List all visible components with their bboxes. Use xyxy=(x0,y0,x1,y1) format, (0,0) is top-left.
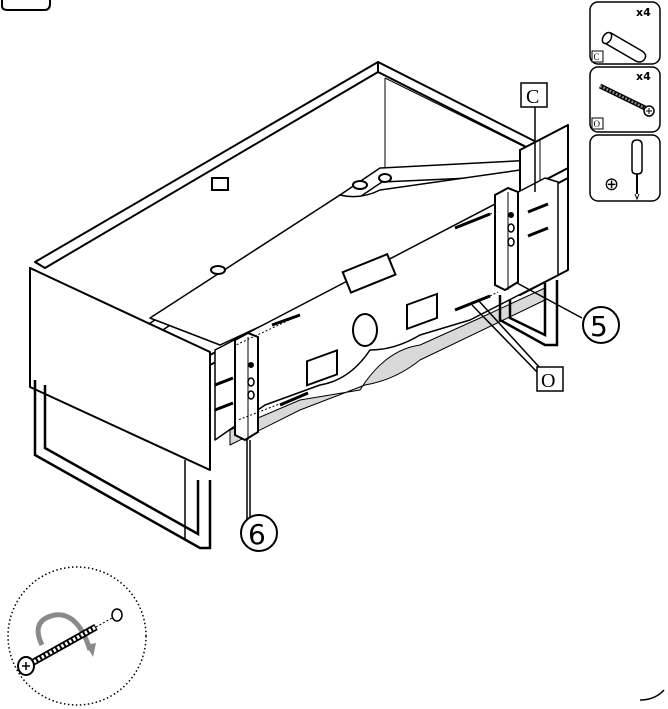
front-face-panel xyxy=(29,267,211,471)
leg-frame-right xyxy=(498,280,559,347)
callout-leaders xyxy=(246,107,583,520)
detail-screw-icon xyxy=(17,608,123,676)
screw-qty: x4 xyxy=(636,70,651,83)
bottom-tray xyxy=(214,177,559,441)
alignment-guides xyxy=(235,211,499,421)
cabinet-body xyxy=(29,61,569,471)
side-panel-5 xyxy=(494,186,519,292)
dowel-letter: C xyxy=(594,52,600,62)
callout-panel-6: 6 xyxy=(240,514,278,552)
screw-part-box: x4 O xyxy=(589,66,661,133)
dowels-installed xyxy=(214,202,549,412)
dowel-qty: x4 xyxy=(636,6,651,19)
parts-panel: x4 C x4 O ⊕ xyxy=(589,1,661,202)
left-top-rail xyxy=(34,61,379,269)
callout-panel-6-number: 6 xyxy=(248,518,266,551)
callout-panel-5: 5 xyxy=(582,306,620,344)
callout-screw: O xyxy=(536,366,564,392)
callout-screw-letter: O xyxy=(541,370,555,392)
dowel-part-box: x4 C xyxy=(589,1,661,65)
floor-brackets xyxy=(210,173,438,387)
callout-panel-5-number: 5 xyxy=(590,310,608,343)
side-panel-6 xyxy=(234,331,259,442)
callout-dowel: C xyxy=(520,82,548,108)
phillips-symbol: ⊕ xyxy=(604,174,619,195)
leg-frame-left xyxy=(33,380,212,550)
screw-detail-inset xyxy=(7,566,147,706)
screw-icon xyxy=(598,83,655,117)
screwdriver-icon xyxy=(631,139,643,201)
screw-letter: O xyxy=(594,119,601,129)
dowel-icon xyxy=(601,31,647,63)
tool-box: ⊕ xyxy=(589,134,661,202)
step-tab xyxy=(0,0,51,11)
callout-dowel-letter: C xyxy=(526,86,539,108)
page-corner-mark xyxy=(639,689,665,701)
